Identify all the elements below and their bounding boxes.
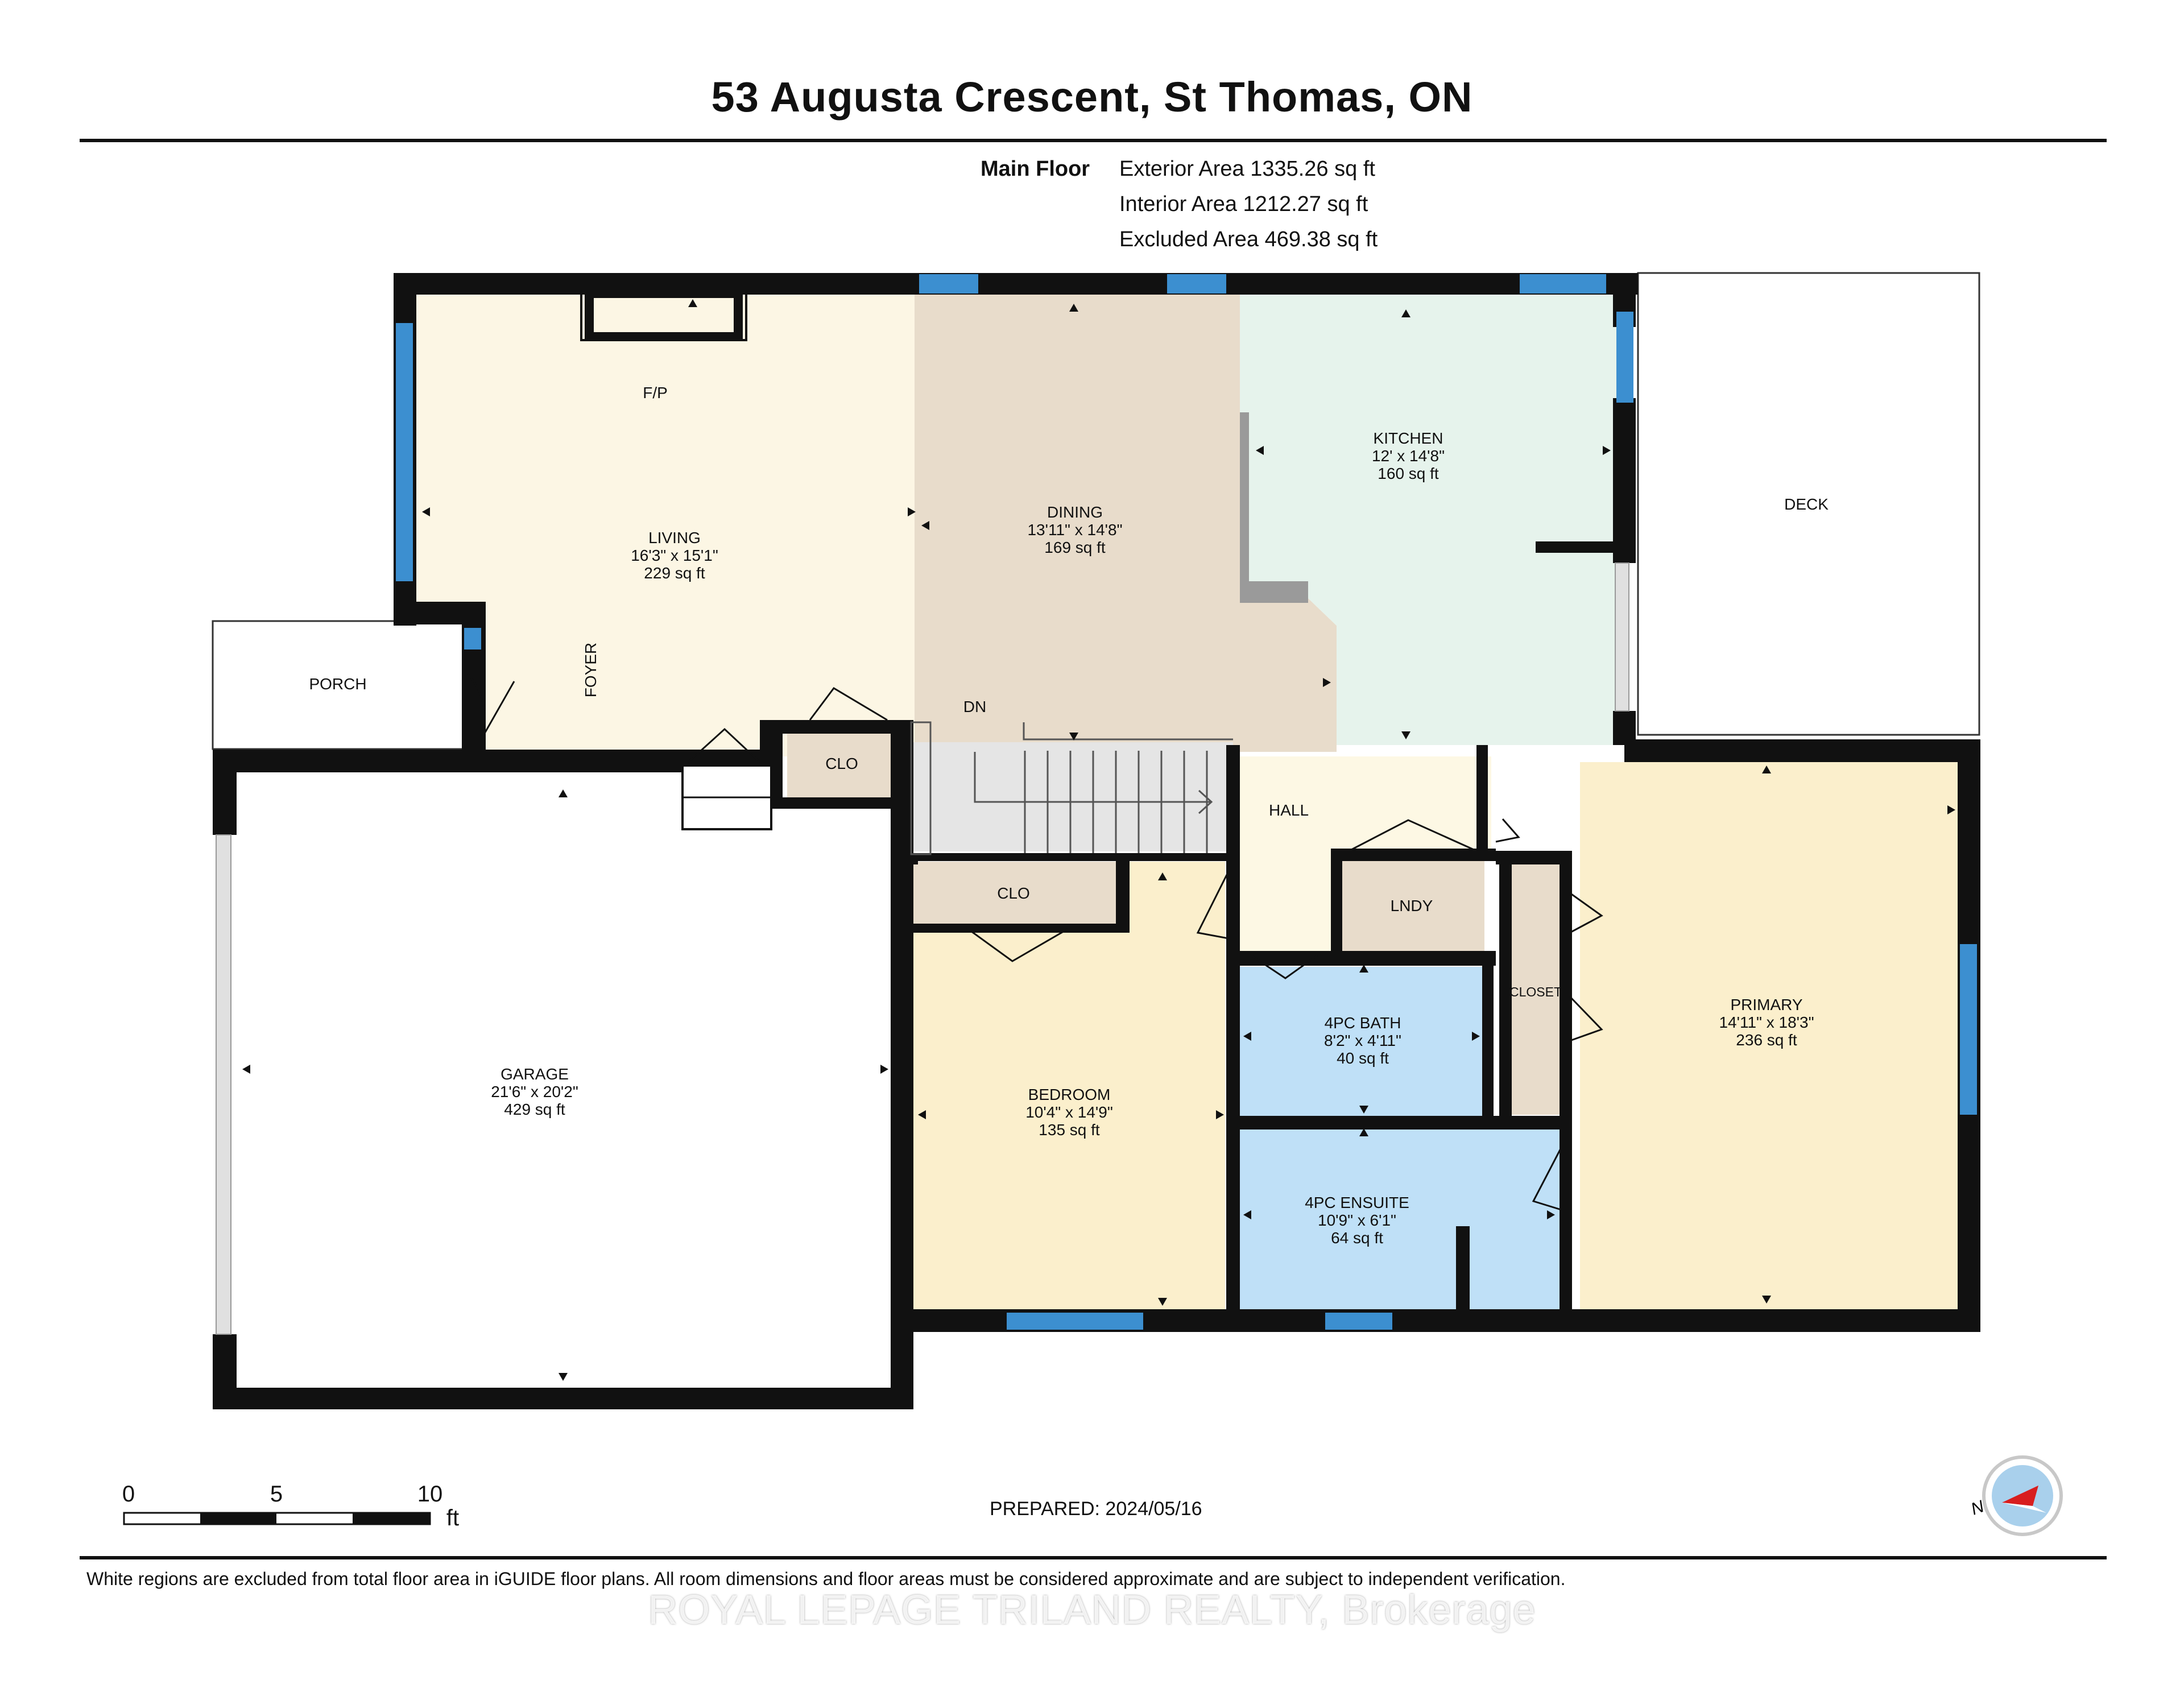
floor-name: Main Floor (981, 157, 1090, 181)
garage-door (216, 834, 231, 1335)
foyer-label: FOYER (582, 643, 599, 697)
living-dims: 16'3" x 15'1" (631, 547, 718, 564)
stairs-down-label: DN (963, 698, 986, 715)
porch-label: PORCH (309, 675, 366, 693)
disclaimer: White regions are excluded from total fl… (86, 1569, 1566, 1589)
scale-bar: 0 5 10 ft (122, 1482, 459, 1530)
bedroom-name: BEDROOM (1028, 1086, 1111, 1103)
deck-label: DECK (1784, 495, 1829, 513)
bath-name: 4PC BATH (1325, 1014, 1401, 1032)
primary-area: 236 sq ft (1736, 1031, 1797, 1049)
walk-in-closet-label: CLOSET (1509, 984, 1562, 999)
windows (396, 274, 1977, 1330)
bedroom-dims: 10'4" x 14'9" (1025, 1103, 1113, 1121)
bedroom-area: 135 sq ft (1039, 1121, 1100, 1139)
prepared-date: PREPARED: 2024/05/16 (990, 1498, 1202, 1520)
closet-area (910, 862, 1124, 926)
laundry-area (1340, 861, 1484, 951)
bath-dims: 8'2" x 4'11" (1324, 1032, 1401, 1049)
dining-dims: 13'11" x 14'8" (1027, 521, 1122, 539)
dining-name: DINING (1047, 503, 1103, 521)
bedroom-area (910, 862, 1225, 1311)
brokerage-watermark: ROYAL LEPAGE TRILAND REALTY, Brokerage (648, 1587, 1536, 1633)
closet-label-foyer: CLO (825, 755, 858, 772)
bath-area (1240, 967, 1482, 1116)
door-swings (466, 673, 1603, 1211)
scale-tick-10: 10 (417, 1482, 443, 1507)
compass-icon: N (1968, 1455, 2063, 1536)
primary-bedroom-area (1580, 762, 1962, 1311)
sliding-door (1615, 562, 1629, 711)
hall-area (1240, 756, 1491, 953)
kitchen-area (1240, 293, 1624, 745)
dining-area: 169 sq ft (1044, 539, 1106, 556)
footer-divider (80, 1556, 2107, 1559)
dining-room-area (915, 293, 1337, 752)
title-divider (80, 139, 2107, 142)
closet-label-bedroom: CLO (997, 884, 1030, 902)
kitchen-area: 160 sq ft (1378, 465, 1439, 482)
bath-area: 40 sq ft (1337, 1049, 1389, 1067)
ensuite-area (1240, 1130, 1567, 1311)
page-title: 53 Augusta Crescent, St Thomas, ON (711, 73, 1473, 121)
garage-area: 429 sq ft (504, 1100, 565, 1118)
primary-dims: 14'11" x 18'3" (1719, 1013, 1814, 1031)
porch-outline (212, 620, 469, 750)
primary-name: PRIMARY (1730, 996, 1802, 1013)
scale-tick-0: 0 (122, 1482, 135, 1507)
excluded-area: Excluded Area 469.38 sq ft (1119, 227, 1378, 251)
exterior-area: Exterior Area 1335.26 sq ft (1119, 157, 1375, 181)
ensuite-name: 4PC ENSUITE (1305, 1194, 1409, 1211)
living-room-area (410, 293, 915, 756)
fireplace-label: F/P (643, 384, 668, 402)
closet-area-small (787, 731, 897, 799)
garage-dims: 21'6" x 20'2" (491, 1083, 578, 1100)
living-area: 229 sq ft (644, 564, 705, 582)
hall-label: HALL (1269, 801, 1309, 819)
interior-area: Interior Area 1212.27 sq ft (1119, 192, 1368, 216)
scale-tick-5: 5 (270, 1482, 283, 1507)
stair-treads (910, 721, 1233, 855)
kitchen-counter (1240, 412, 1308, 603)
living-name: LIVING (648, 529, 701, 547)
fireplace (585, 289, 743, 341)
kitchen-dims: 12' x 14'8" (1372, 447, 1445, 465)
ensuite-area: 64 sq ft (1331, 1229, 1383, 1247)
garage-name: GARAGE (500, 1065, 569, 1083)
scale-unit: ft (446, 1505, 459, 1530)
dimension-markers (242, 299, 1955, 1381)
deck-outline (1637, 272, 1980, 736)
walk-in-closet-area (1512, 864, 1569, 1115)
laundry-label: LNDY (1391, 897, 1433, 915)
kitchen-name: KITCHEN (1374, 429, 1443, 447)
ensuite-dims: 10'9" x 6'1" (1318, 1211, 1396, 1229)
